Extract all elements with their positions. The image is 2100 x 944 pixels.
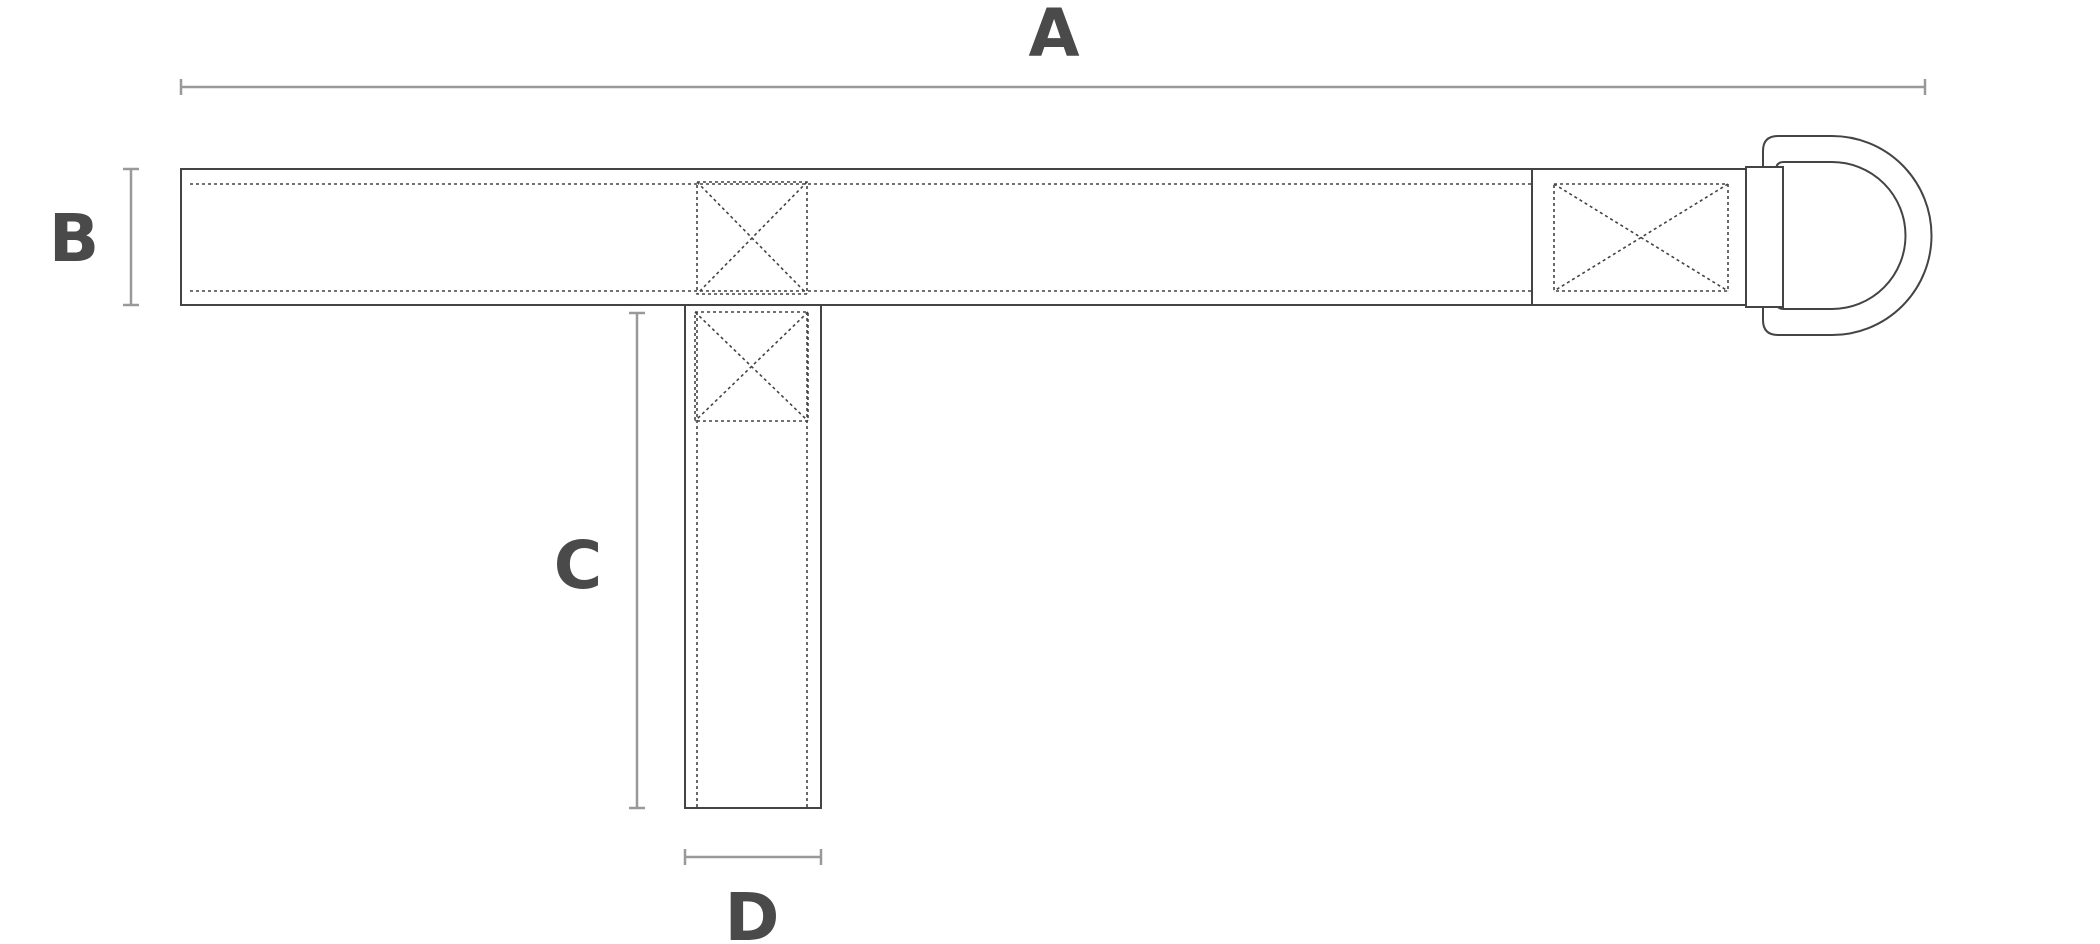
- dimension-line-b: [123, 167, 139, 307]
- box-x-stitch-buckle: [1553, 183, 1729, 292]
- label-d: D: [725, 879, 780, 944]
- box-x-stitch-junction-top: [696, 181, 808, 295]
- dimension-line-a: [179, 79, 1927, 95]
- main-strap: [180, 168, 1747, 306]
- label-a: A: [1028, 0, 1079, 72]
- leg-strap: [684, 304, 822, 809]
- d-ring-icon: [1745, 135, 1933, 336]
- dimension-line-d: [683, 849, 823, 865]
- label-b: B: [49, 200, 99, 277]
- label-c: C: [554, 527, 602, 604]
- dimension-line-c: [629, 311, 645, 810]
- box-x-stitch-junction-leg: [694, 311, 809, 422]
